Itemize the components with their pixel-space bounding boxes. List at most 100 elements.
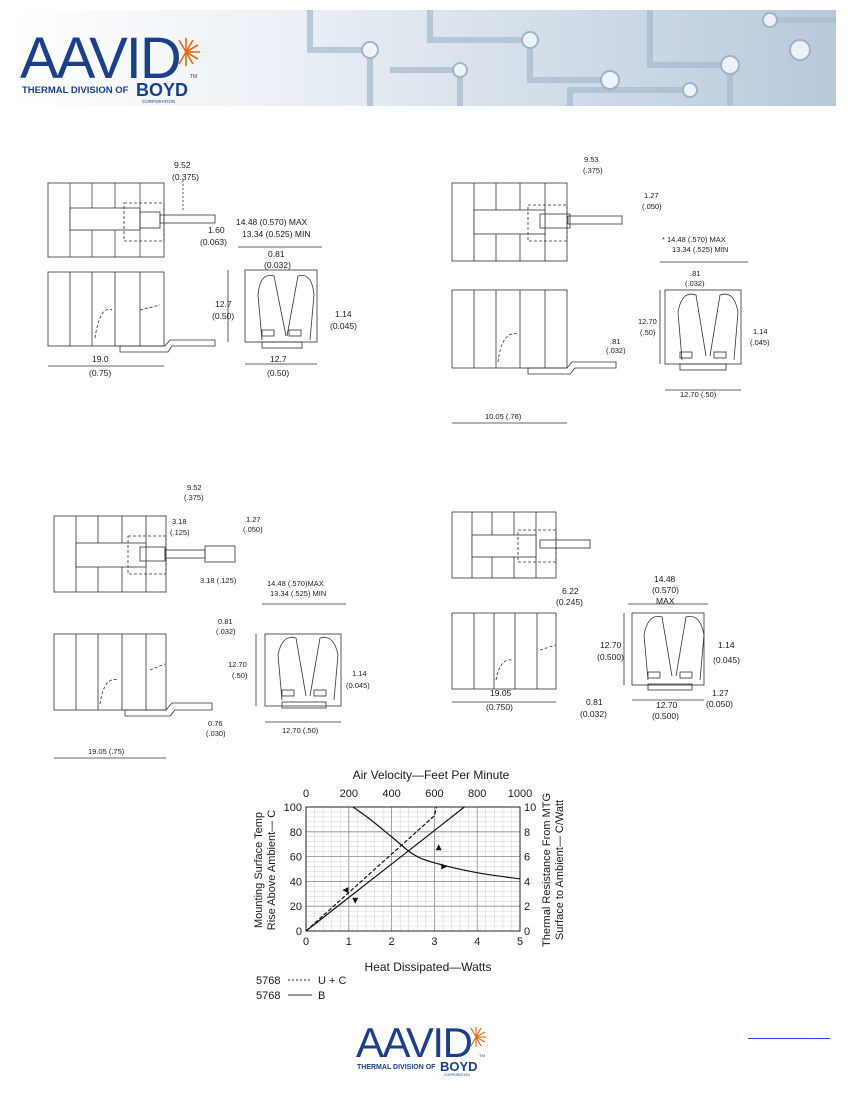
d3-dim-j: 12.70 (.50): [282, 726, 319, 735]
d3-dim-f-1: 0.81: [218, 617, 233, 626]
y-axis-label-2: Rise Above Ambient— C: [266, 810, 278, 931]
y-tick-label: 80: [290, 827, 302, 839]
d3-dim-e-2: 13.34 (.525) MIN: [270, 589, 326, 598]
d4-dim-d-1: 1.14: [718, 640, 735, 650]
end-view-2: [659, 261, 748, 391]
side-view-4: [451, 612, 557, 703]
d4-dim-b-3: MAX: [656, 596, 675, 606]
d3-dim-c-1: 1.27: [246, 515, 261, 524]
d2-dim-a-1: 9.53: [584, 155, 599, 164]
d4-dim-e-2: (0.050): [706, 699, 733, 709]
y2-axis-label-2: Surface to Ambient— C/Watt: [554, 800, 566, 940]
y2-tick-label: 0: [524, 926, 530, 938]
chart-grid: [306, 807, 520, 931]
aavid-logo: AAVID TM THERMAL DIVISION OF BOYD CORPOR…: [20, 26, 200, 104]
d2-dim-h: 12.70 (.50): [680, 390, 717, 399]
drawing-1: 9.52 (0.375) 1.60 (0.063) 14.48 (0.570) …: [47, 160, 357, 378]
x2-tick-label: 800: [468, 788, 486, 800]
header-banner: [10, 10, 836, 106]
footer-sunburst-icon: [470, 1027, 486, 1047]
boyd-text: BOYD: [136, 80, 188, 100]
d2-dim-f-2: (.045): [750, 338, 770, 347]
technical-drawings: 9.52 (0.375) 1.60 (0.063) 14.48 (0.570) …: [47, 155, 770, 759]
footer-aavid-logo: AAVID TM THERMAL DIVISION OF BOYD CORPOR…: [356, 1019, 486, 1077]
d2-dim-a-2: (.375): [583, 166, 603, 175]
division-text: THERMAL DIVISION OF: [22, 85, 129, 96]
footer-link-underline[interactable]: [748, 1038, 830, 1039]
sunburst-icon: [178, 38, 200, 66]
series-line-u-c: [305, 806, 438, 932]
y-tick-label: 40: [290, 876, 302, 888]
d4-dim-g-1: 19.05: [490, 688, 512, 698]
end-view-4: [623, 603, 708, 701]
top-view-3: [53, 515, 236, 593]
d1-dim-a-2: (0.375): [172, 172, 199, 182]
y2-tick-label: 6: [524, 852, 530, 864]
legend-code-1: 5768: [256, 975, 280, 987]
y-axis-label-1: Mounting Surface Temp: [253, 812, 265, 928]
d1-dim-b-1: 1.60: [208, 225, 225, 235]
plot-area-border: [305, 806, 521, 932]
d4-dim-d-2: (0.045): [713, 655, 740, 665]
d4-dim-h-2: (0.032): [580, 709, 607, 719]
d4-dim-b-2: (0.570): [652, 585, 679, 595]
y2-tick-label: 10: [524, 802, 536, 814]
d3-dim-g-1: 12.70: [228, 660, 247, 669]
side-view-2: [451, 289, 617, 424]
top-view-4: [451, 511, 591, 579]
footer-division-text: THERMAL DIVISION OF: [357, 1064, 436, 1071]
y2-tick-label: 2: [524, 901, 530, 913]
x-tick-label: 2: [389, 936, 395, 948]
d4-dim-c-1: 12.70: [600, 640, 622, 650]
d2-dim-b-1: 1.27: [644, 191, 659, 200]
d4-dim-a-1: 6.22: [562, 586, 579, 596]
end-view-1: [227, 246, 322, 365]
side-view-1: [47, 271, 216, 367]
x2-tick-label: 1000: [508, 788, 532, 800]
x2-tick-label: 400: [382, 788, 400, 800]
d2-dim-d-2: (.032): [685, 279, 705, 288]
d4-dim-f-1: 12.70: [656, 700, 678, 710]
d1-dim-f-1: 1.14: [335, 309, 352, 319]
d3-dim-f-2: (.032): [216, 627, 236, 636]
x2-tick-label: 200: [340, 788, 358, 800]
d2-dim-i: 10.05 (.76): [485, 412, 522, 421]
legend-code-2: 5768: [256, 990, 280, 1002]
x-tick-label: 3: [431, 936, 437, 948]
corporation-text: CORPORATION: [142, 99, 175, 104]
x2-tick-label: 600: [425, 788, 443, 800]
legend-label-2: B: [318, 990, 325, 1002]
arrow-left-icon: [342, 887, 349, 894]
logo-text: AAVID: [20, 26, 180, 91]
d1-dim-g-2: (0.50): [267, 368, 289, 378]
d3-dim-h-1: 1.14: [352, 669, 367, 678]
d1-dim-d-2: (0.032): [264, 260, 291, 270]
footer-logo-text: AAVID: [356, 1019, 472, 1066]
y-tick-label: 20: [290, 901, 302, 913]
side-view-3: [53, 633, 213, 759]
d3-dim-k: 19.05 (.75): [88, 747, 125, 756]
end-view-3: [255, 603, 346, 723]
x-tick-label: 0: [303, 936, 309, 948]
d2-dim-f-1: 1.14: [753, 327, 768, 336]
footer-boyd-text: BOYD: [440, 1059, 478, 1074]
d4-dim-g-2: (0.750): [486, 702, 513, 712]
x-tick-label: 1: [346, 936, 352, 948]
d2-dim-e-2: (.50): [640, 328, 656, 337]
d3-dim-i-1: 0.76: [208, 719, 223, 728]
d1-dim-f-2: (0.045): [330, 321, 357, 331]
d1-dim-d-1: 0.81: [268, 249, 285, 259]
series-line-b: [305, 806, 465, 932]
d1-dim-c-1: 14.48 (0.570) MAX: [236, 217, 308, 227]
d3-dim-a-2: (.375): [184, 493, 204, 502]
d4-dim-e-1: 1.27: [712, 688, 729, 698]
d3-dim-b-1: 3.18: [172, 517, 187, 526]
d3-dim-d: 3.18 (.125): [200, 576, 237, 585]
chart-series: [305, 806, 521, 932]
chart-legend: 5768 U + C 5768 B: [256, 975, 346, 1002]
d1-dim-e-2: (0.50): [212, 311, 234, 321]
x-axis-label: Heat Dissipated—Watts: [365, 960, 492, 974]
d1-dim-h-2: (0.75): [89, 368, 111, 378]
